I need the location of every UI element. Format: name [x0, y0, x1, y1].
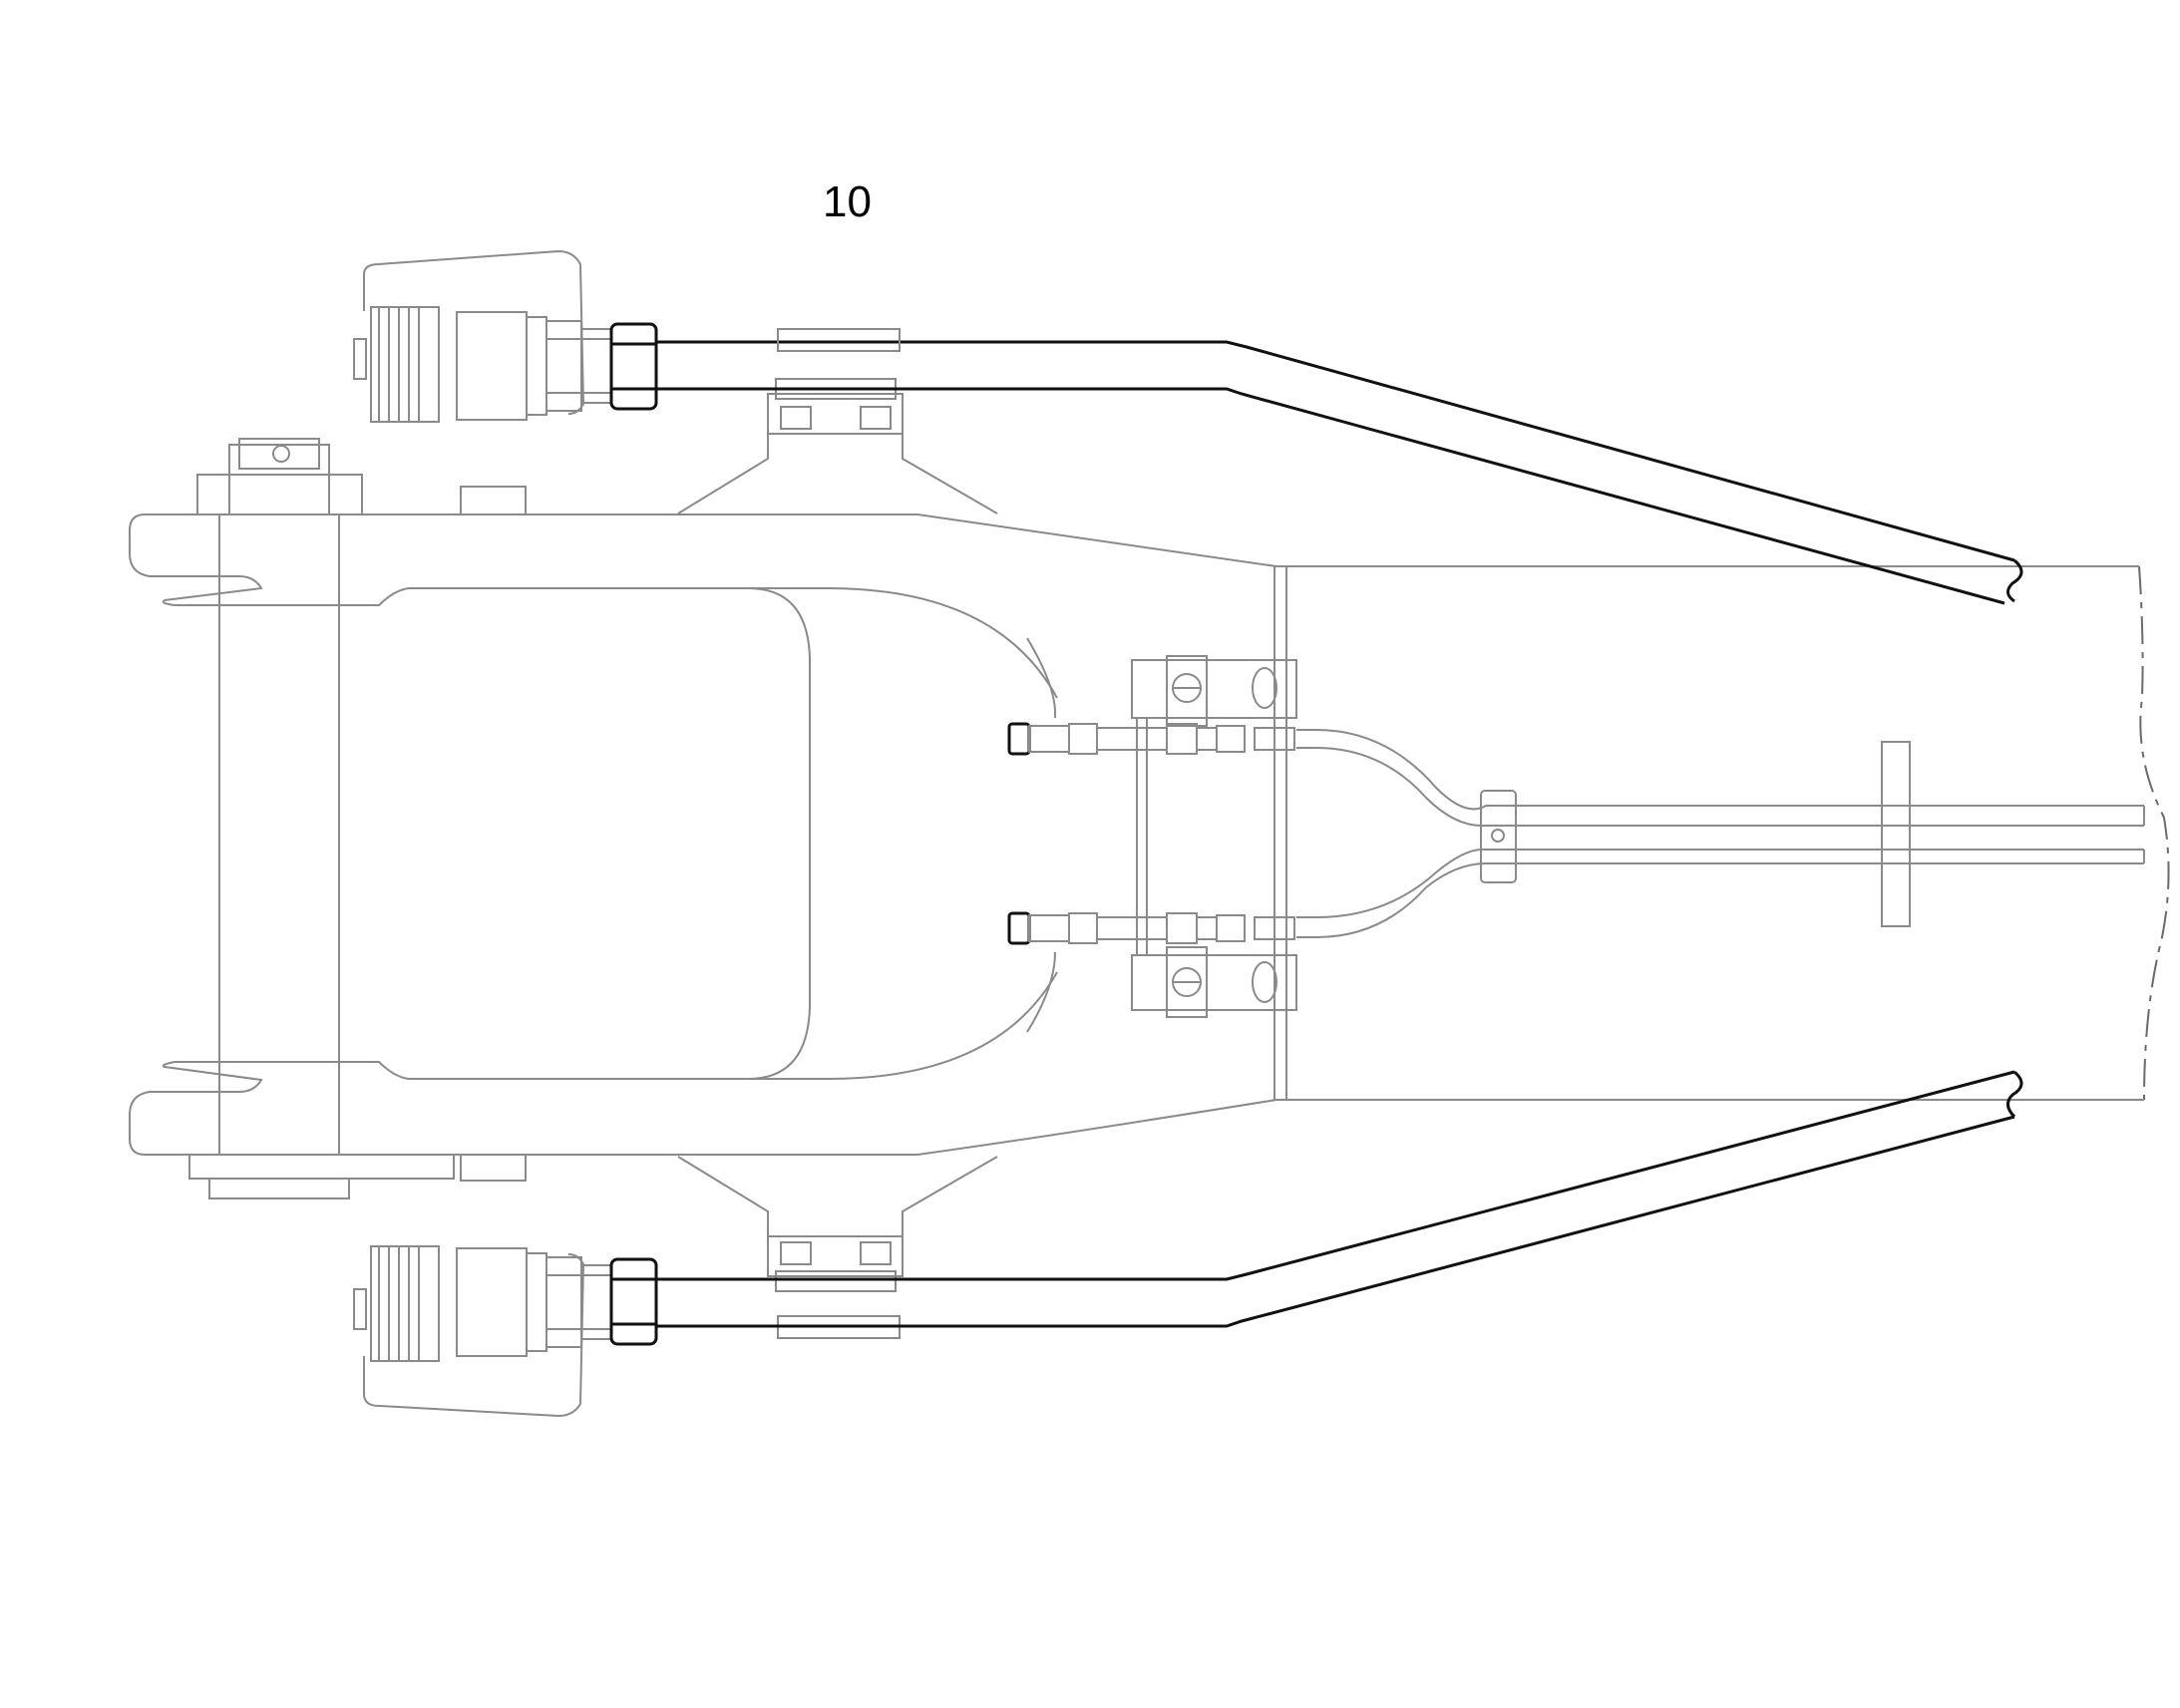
lower-quick-coupler [353, 1245, 658, 1418]
callout-label: 10 [823, 177, 872, 226]
lower-hydraulic-hose [656, 1070, 2023, 1328]
upper-saddle [677, 328, 998, 514]
upper-quick-coupler [353, 249, 658, 423]
upper-hydraulic-hose [656, 328, 2023, 605]
lower-saddle [677, 1156, 998, 1339]
center-manifold [1007, 637, 2145, 1033]
arm-body [129, 438, 2170, 1199]
